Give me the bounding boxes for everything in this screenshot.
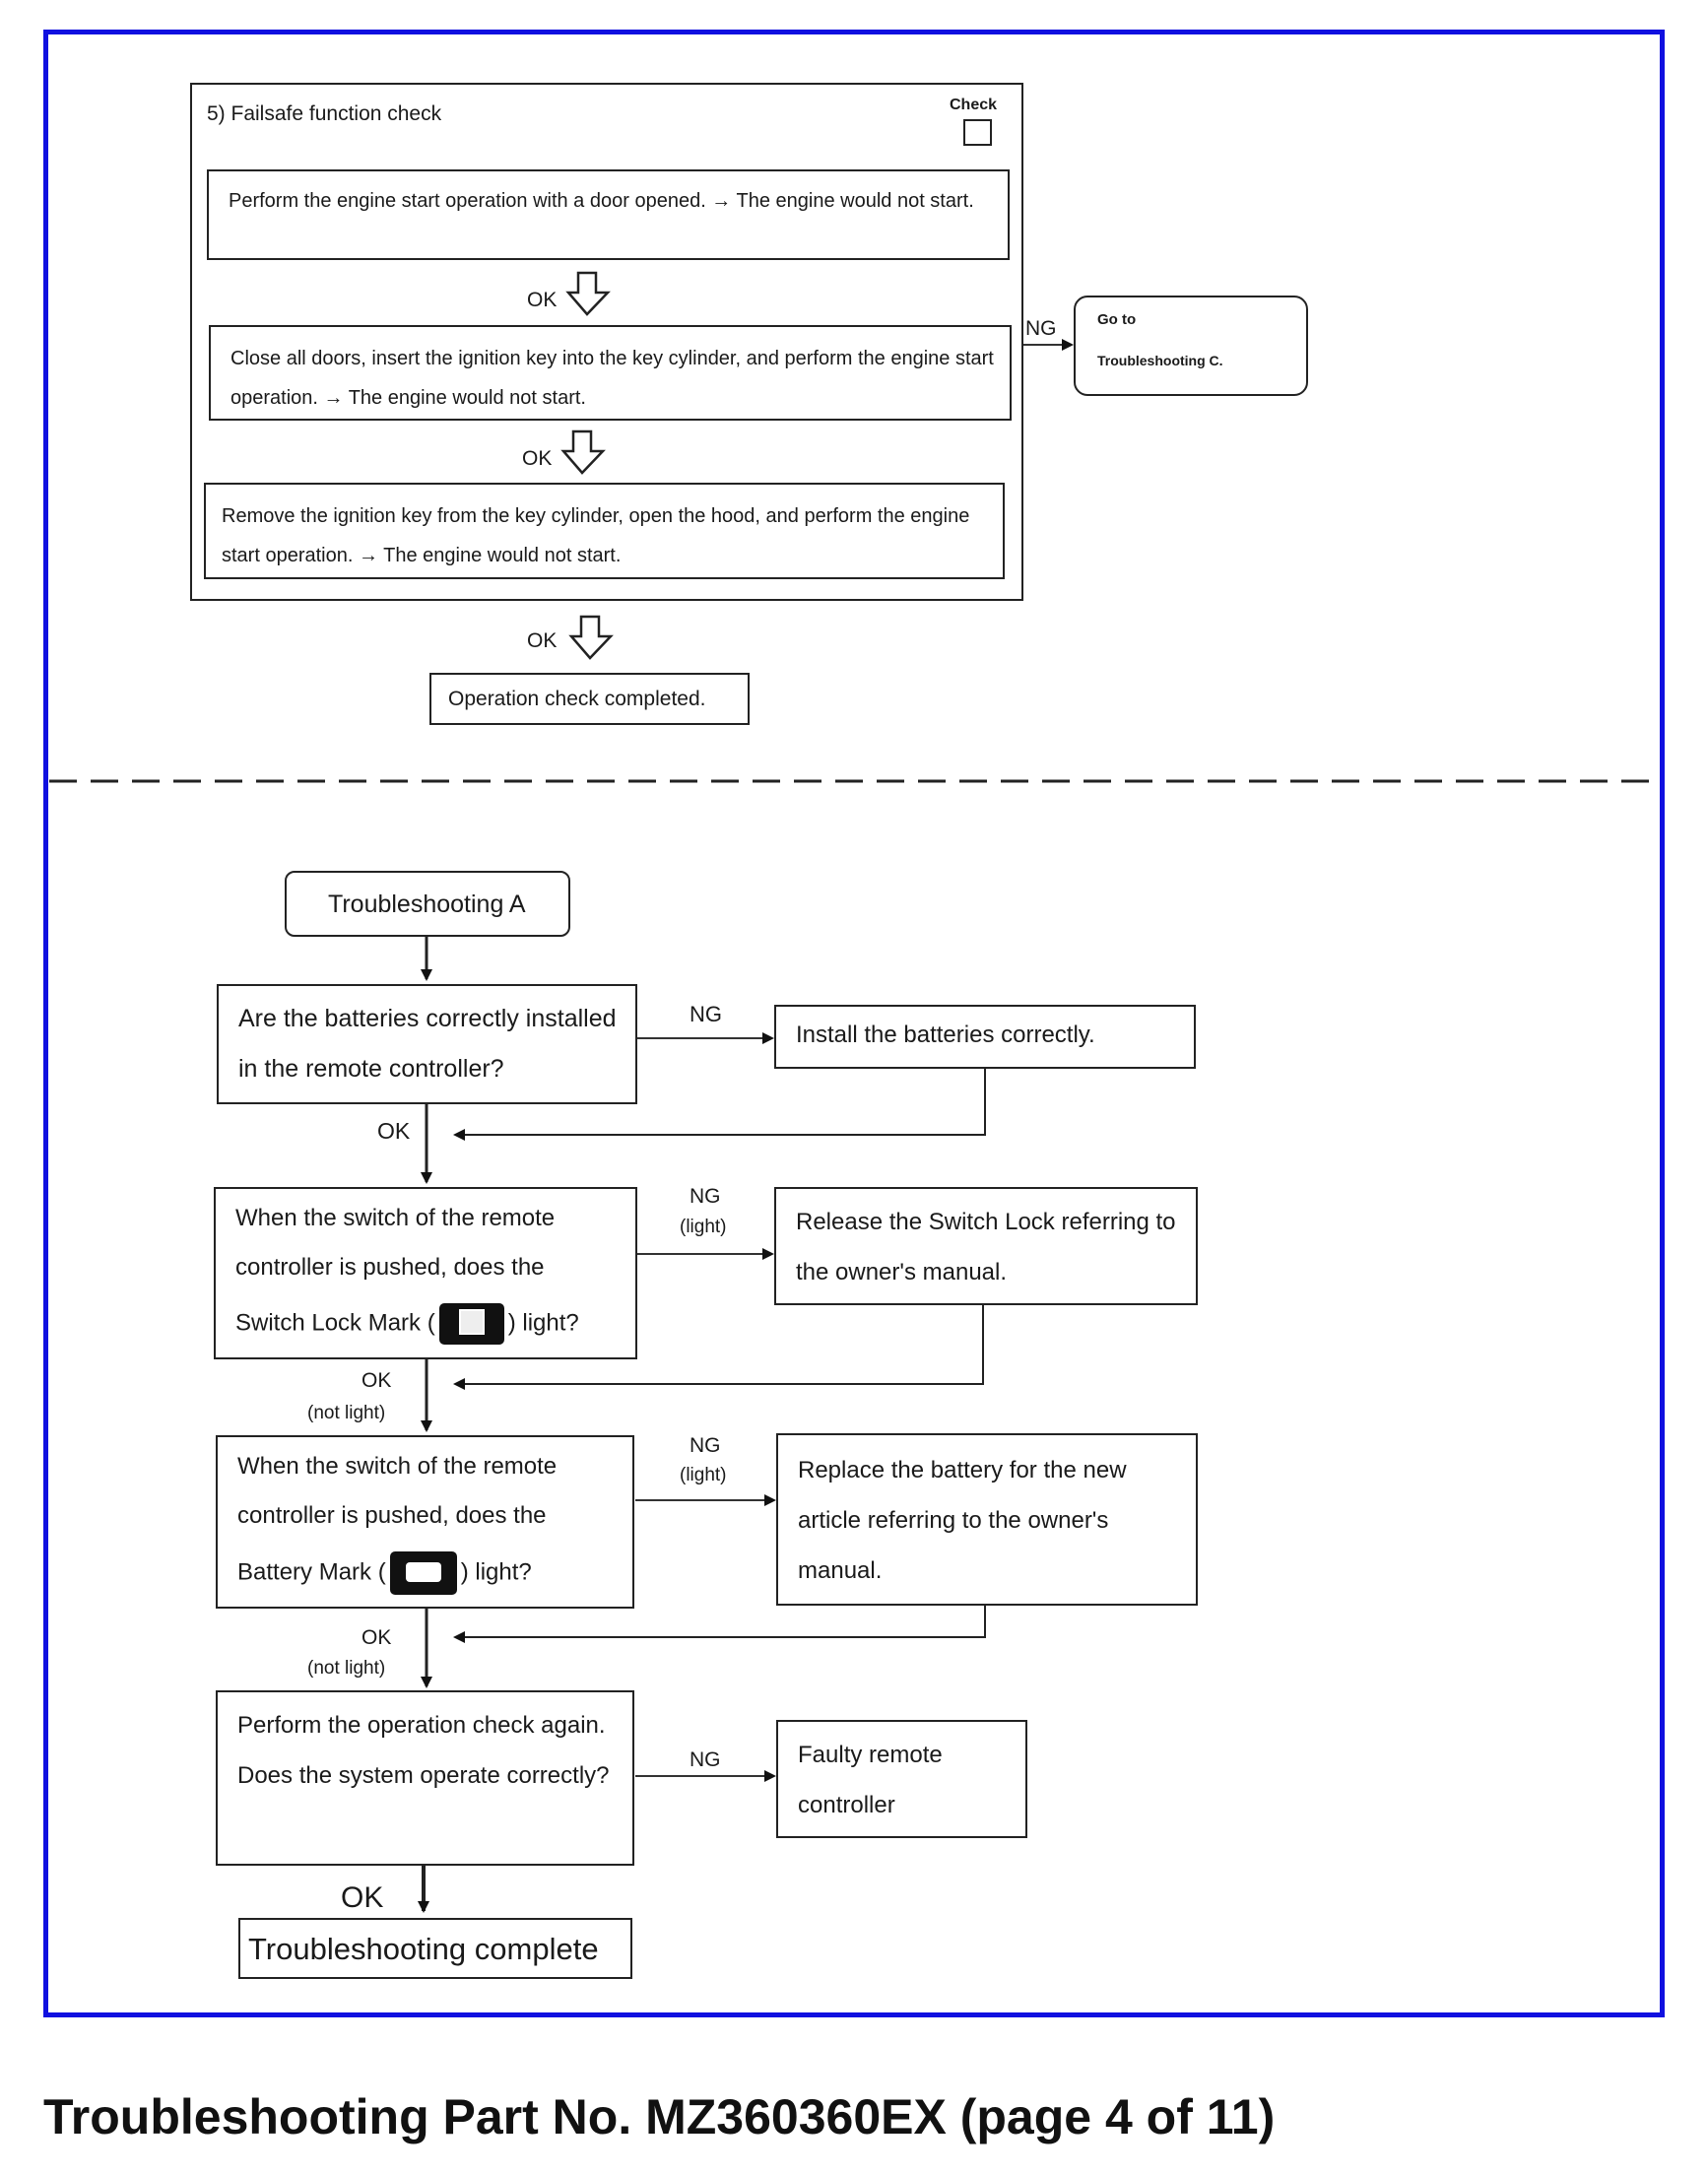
switch-lock-mark-icon — [438, 1303, 504, 1345]
failsafe-step-3: Remove the ignition key from the key cyl… — [204, 483, 1005, 579]
question-battery-mark: When the switch of the remote controller… — [216, 1435, 634, 1609]
goto-line-1: Go to — [1097, 311, 1137, 328]
action-release-switch-lock: Release the Switch Lock referring to the… — [774, 1187, 1198, 1305]
q2-line-1: When the switch of the remote — [235, 1205, 556, 1231]
troubleshooting-a-start: Troubleshooting A — [285, 871, 570, 937]
operation-completed-box: Operation check completed. — [429, 673, 750, 725]
a2-text: Release the Switch Lock referring to the… — [796, 1209, 1176, 1285]
ng-label-3-sub: (light) — [680, 1465, 727, 1485]
q3-line-1: When the switch of the remote — [237, 1453, 558, 1480]
section-title: 5) Failsafe function check — [207, 102, 442, 125]
result-faulty-remote: Faulty remote controller — [776, 1720, 1027, 1838]
ok-label-q2: OK — [361, 1369, 392, 1392]
failsafe-step-1: Perform the engine start operation with … — [207, 169, 1010, 260]
question-switch-lock-mark: When the switch of the remote controller… — [214, 1187, 637, 1359]
troubleshooting-complete-box: Troubleshooting complete — [238, 1918, 632, 1979]
ng-label-3: NG — [690, 1434, 721, 1457]
failsafe-step-2: Close all doors, insert the ignition key… — [209, 325, 1012, 421]
action-replace-battery: Replace the battery for the new article … — [776, 1433, 1198, 1606]
q2-line-3: Switch Lock Mark ( ) light? — [235, 1303, 579, 1345]
down-arrow-icon — [560, 429, 606, 475]
start-label: Troubleshooting A — [328, 890, 526, 918]
ng-label-2-sub: (light) — [680, 1217, 727, 1237]
ok-label-q3: OK — [361, 1626, 392, 1649]
a4-text: Faulty remote controller — [798, 1742, 943, 1818]
a3-text: Replace the battery for the new article … — [798, 1457, 1127, 1584]
q4-text: Perform the operation check again. Does … — [237, 1712, 610, 1789]
ok-label-2: OK — [522, 447, 553, 470]
ok-label-q1: OK — [377, 1118, 411, 1144]
return-a2 — [453, 1304, 984, 1390]
ok-label-q2-sub: (not light) — [307, 1403, 386, 1423]
action-install-batteries: Install the batteries correctly. — [774, 1005, 1196, 1069]
check-label: Check — [950, 97, 998, 113]
ok-label-3: OK — [527, 629, 558, 652]
ng-label-1: NG — [690, 1002, 722, 1026]
question-batteries-installed: Are the batteries correctly installed in… — [217, 984, 637, 1104]
down-arrow-icon — [568, 615, 614, 660]
ng-label-upper: NG — [1025, 317, 1057, 340]
battery-mark-icon — [389, 1551, 457, 1595]
check-checkbox[interactable] — [963, 119, 992, 146]
ok-label-1: OK — [527, 289, 558, 311]
q3-line-2: controller is pushed, does the — [237, 1502, 547, 1529]
page-caption: Troubleshooting Part No. MZ360360EX (pag… — [43, 2089, 1276, 2144]
down-arrow-icon — [565, 271, 611, 316]
ok-label-q4: OK — [341, 1881, 384, 1914]
question-operation-check: Perform the operation check again. Does … — [216, 1690, 634, 1866]
diagram-frame — [43, 30, 1665, 2017]
q3-line-3: Battery Mark ( ) light? — [237, 1551, 532, 1595]
ng-label-4: NG — [690, 1748, 721, 1771]
q2-pre: Switch Lock Mark ( — [235, 1309, 435, 1337]
ok-label-q3-sub: (not light) — [307, 1658, 386, 1679]
goto-line-2: Troubleshooting C. — [1097, 353, 1223, 368]
goto-troubleshooting-c-box[interactable]: Go to Troubleshooting C. — [1074, 296, 1308, 396]
return-a1 — [453, 1069, 986, 1141]
ng-label-2: NG — [690, 1185, 721, 1208]
q2-line-2: controller is pushed, does the — [235, 1254, 545, 1281]
q3-post: ) light? — [460, 1558, 532, 1586]
end-label: Troubleshooting complete — [248, 1932, 599, 1966]
q3-pre: Battery Mark ( — [237, 1558, 386, 1586]
q2-post: ) light? — [507, 1309, 579, 1337]
return-a3 — [453, 1606, 986, 1643]
